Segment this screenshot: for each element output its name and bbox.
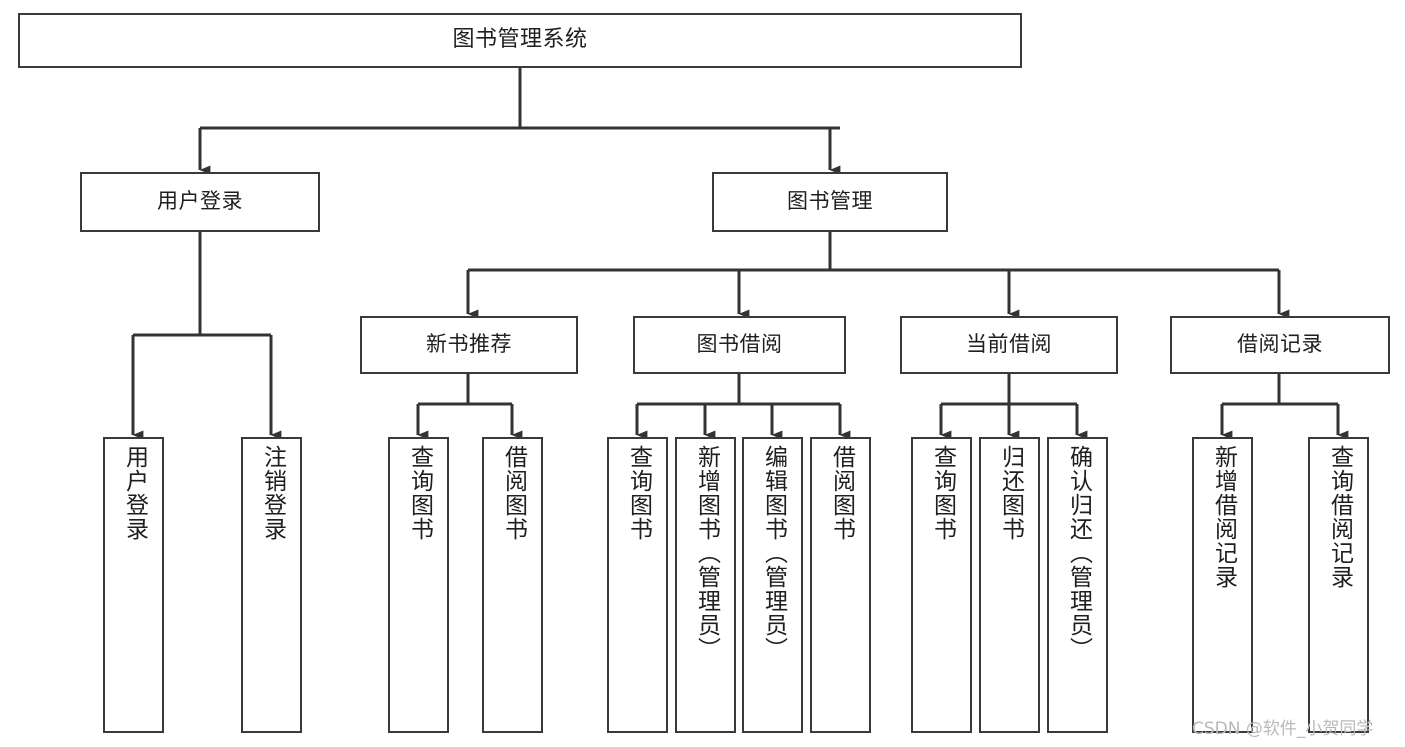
node-leaf-user-login-label: 用户登录 (121, 445, 148, 541)
node-leaf-rec-search[interactable]: 查询借阅记录 (1308, 437, 1369, 733)
node-borrow-record-label: 借阅记录 (1237, 332, 1323, 357)
node-leaf-borrow-do[interactable]: 借阅图书 (810, 437, 871, 733)
node-leaf-rec-query[interactable]: 查询图书 (388, 437, 449, 733)
node-leaf-borrow-query-label: 查询图书 (625, 445, 652, 541)
node-leaf-rec-borrow[interactable]: 借阅图书 (482, 437, 543, 733)
node-leaf-rec-add[interactable]: 新增借阅记录 (1192, 437, 1253, 733)
node-leaf-borrow-edit-label: 编辑图书（管理员） (760, 445, 787, 661)
node-book-manage[interactable]: 图书管理 (712, 172, 948, 232)
node-leaf-cur-return-label: 归还图书 (997, 445, 1024, 541)
node-leaf-borrow-do-label: 借阅图书 (828, 445, 855, 541)
node-current-borrow[interactable]: 当前借阅 (900, 316, 1118, 374)
node-leaf-user-login[interactable]: 用户登录 (103, 437, 164, 733)
node-current-borrow-label: 当前借阅 (966, 332, 1052, 357)
node-leaf-cur-query-label: 查询图书 (929, 445, 956, 541)
node-user-login-label: 用户登录 (157, 189, 243, 214)
node-leaf-borrow-edit[interactable]: 编辑图书（管理员） (742, 437, 803, 733)
node-leaf-rec-borrow-label: 借阅图书 (500, 445, 527, 541)
node-leaf-cur-confirm[interactable]: 确认归还（管理员） (1047, 437, 1108, 733)
node-leaf-rec-query-label: 查询图书 (406, 445, 433, 541)
node-leaf-borrow-add[interactable]: 新增图书（管理员） (675, 437, 736, 733)
node-user-login[interactable]: 用户登录 (80, 172, 320, 232)
node-borrow-record[interactable]: 借阅记录 (1170, 316, 1390, 374)
node-new-book-rec[interactable]: 新书推荐 (360, 316, 578, 374)
node-leaf-cur-confirm-label: 确认归还（管理员） (1065, 445, 1092, 661)
node-leaf-rec-search-label: 查询借阅记录 (1326, 445, 1353, 589)
node-leaf-user-logout[interactable]: 注销登录 (241, 437, 302, 733)
node-book-manage-label: 图书管理 (787, 189, 873, 214)
node-book-borrow-label: 图书借阅 (696, 332, 783, 357)
node-new-book-rec-label: 新书推荐 (426, 332, 512, 357)
node-leaf-cur-return[interactable]: 归还图书 (979, 437, 1040, 733)
node-root-label: 图书管理系统 (452, 27, 588, 53)
watermark: CSDN @软件_小贺同学 (1192, 719, 1374, 739)
node-leaf-borrow-query[interactable]: 查询图书 (607, 437, 668, 733)
node-book-borrow[interactable]: 图书借阅 (633, 316, 846, 374)
node-leaf-rec-add-label: 新增借阅记录 (1210, 445, 1237, 589)
node-leaf-borrow-add-label: 新增图书（管理员） (693, 445, 720, 661)
node-leaf-user-logout-label: 注销登录 (259, 445, 286, 541)
node-leaf-cur-query[interactable]: 查询图书 (911, 437, 972, 733)
node-root[interactable]: 图书管理系统 (18, 13, 1022, 68)
